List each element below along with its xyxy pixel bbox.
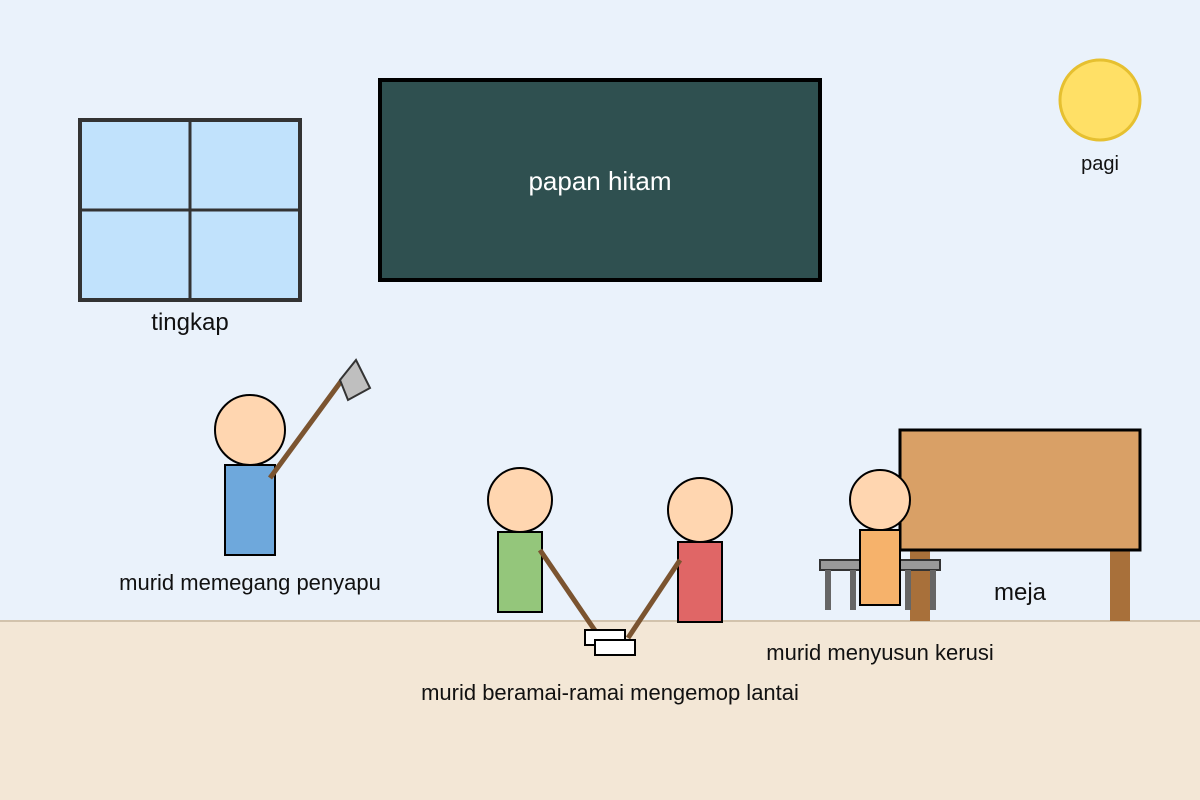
table-leg <box>1110 550 1130 621</box>
head <box>667 477 733 543</box>
window <box>78 118 302 302</box>
chair-leg <box>930 570 936 610</box>
broom-handle <box>267 378 345 480</box>
head <box>487 467 553 533</box>
morning-label: pagi <box>1081 153 1119 175</box>
table-label: meja <box>994 579 1047 606</box>
window-label: tingkap <box>151 309 228 336</box>
mop-handle <box>625 558 683 640</box>
table <box>898 428 1142 621</box>
head <box>214 394 286 466</box>
chair-leg <box>905 570 911 610</box>
body <box>497 531 543 613</box>
chair-leg <box>825 570 831 610</box>
student-mop-red <box>625 477 733 640</box>
body <box>677 541 723 623</box>
blackboard <box>378 78 822 282</box>
student-mop-label: murid beramai-ramai mengemop lantai <box>421 680 799 705</box>
head <box>849 469 911 531</box>
blackboard-label: papan hitam <box>528 166 671 196</box>
body <box>859 529 901 606</box>
student-chairs <box>849 469 911 606</box>
body <box>224 464 276 556</box>
student-chairs-label: murid menyusun kerusi <box>766 640 993 665</box>
student-broom <box>214 358 372 556</box>
student-broom-label: murid memegang penyapu <box>119 570 381 595</box>
chair-leg <box>850 570 856 610</box>
table-top <box>898 428 1142 552</box>
mop-head <box>594 639 636 656</box>
sun-icon <box>1058 58 1142 142</box>
mop-handle <box>537 548 599 634</box>
student-mop-green <box>487 467 599 634</box>
broom-head <box>338 358 372 402</box>
